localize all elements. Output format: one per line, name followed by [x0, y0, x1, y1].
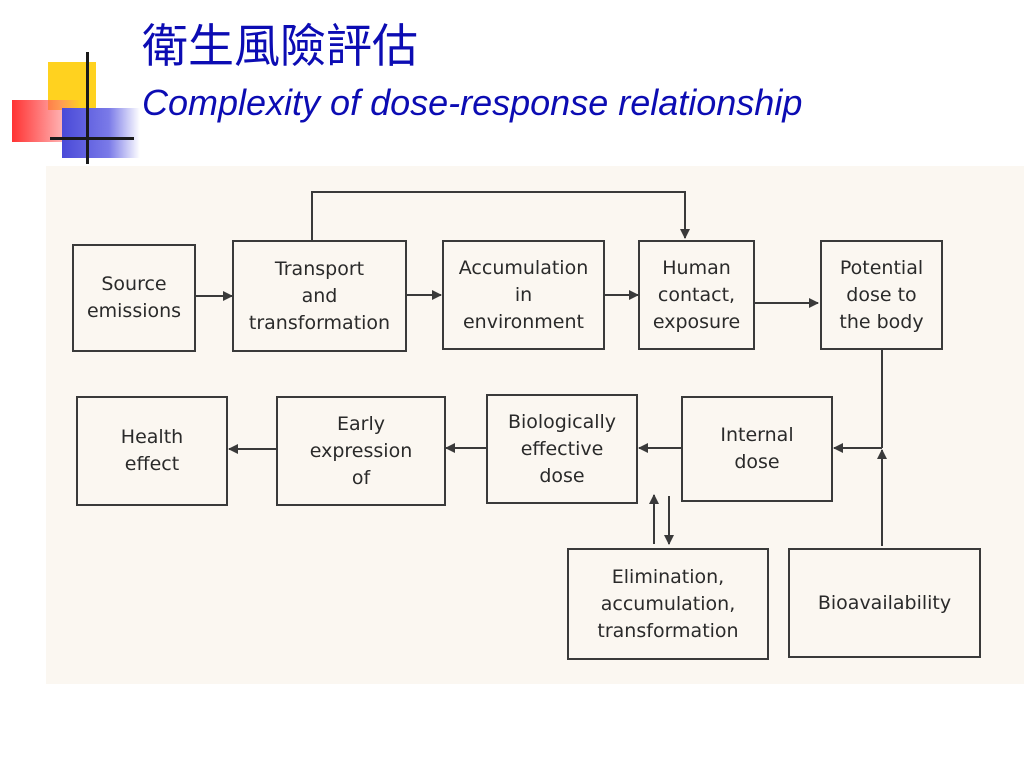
slide-title-chinese: 衛生風險評估: [142, 19, 418, 73]
logo-horizontal-line: [50, 137, 134, 140]
box-source-emissions: Source emissions: [72, 244, 196, 352]
box-human-contact-exposure: Human contact, exposure: [638, 240, 755, 350]
box-health-effect: Health effect: [76, 396, 228, 506]
box-accumulation-environment: Accumulation in environment: [442, 240, 605, 350]
arrow-transport-bypass-to-contact: [311, 191, 690, 240]
box-elimination: Elimination, accumulation, transformatio…: [567, 548, 769, 660]
box-early-expression: Early expression of: [276, 396, 446, 506]
box-potential-dose: Potential dose to the body: [820, 240, 943, 350]
box-internal-dose: Internal dose: [681, 396, 833, 502]
logo-blue-square: [62, 108, 140, 158]
box-transport-transformation: Transport and transformation: [232, 240, 407, 352]
box-bioavailability: Bioavailability: [788, 548, 981, 658]
flow-diagram: Source emissions Transport and transform…: [46, 166, 1024, 684]
slide-logo: [0, 0, 140, 170]
slide-title-english: Complexity of dose-response relationship: [142, 82, 803, 123]
box-biologically-effective-dose: Biologically effective dose: [486, 394, 638, 504]
diagram-connectors: [196, 191, 887, 546]
logo-vertical-line: [86, 52, 89, 164]
